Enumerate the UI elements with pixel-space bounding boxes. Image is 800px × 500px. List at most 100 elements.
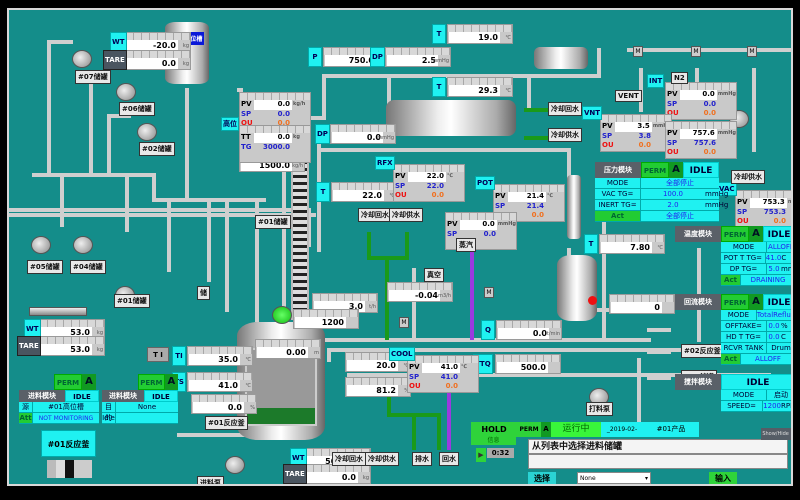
pid-value-ou[interactable]: 0.0: [431, 191, 444, 199]
pid-value-sp[interactable]: 753.3: [763, 207, 786, 216]
auto-button[interactable]: A: [749, 294, 763, 310]
input-button[interactable]: 输入: [709, 472, 737, 484]
receiver-vessel[interactable]: [557, 255, 597, 321]
pid-value-sp[interactable]: 0.0: [703, 99, 716, 108]
source-value[interactable]: #01高位槽: [48, 403, 84, 411]
indicator-faceplate[interactable]: 7.80℃: [599, 234, 665, 254]
pid-value-ou[interactable]: 0.0: [703, 148, 716, 156]
indicator-faceplate[interactable]: 0.0%: [191, 394, 257, 414]
show-hide-button[interactable]: Show/Hide 1: [761, 428, 791, 440]
perm-button[interactable]: PERM: [517, 422, 541, 437]
dp-target[interactable]: 5.0: [768, 265, 780, 273]
pump-icon[interactable]: [72, 50, 92, 68]
indicator-tag[interactable]: WT: [290, 448, 307, 468]
pid-value-ou[interactable]: 0.0: [531, 211, 544, 219]
pid-value-sp[interactable]: 3000.0: [262, 142, 290, 151]
pid-value-sp[interactable]: 0.0: [277, 109, 290, 118]
pump-icon[interactable]: [116, 83, 136, 101]
pid-value-sp[interactable]: 3.8: [638, 131, 651, 140]
pid-value-sp[interactable]: 757.6: [693, 138, 716, 147]
pid-tag[interactable]: 高位: [221, 117, 239, 131]
indicator-tag[interactable]: T: [316, 182, 330, 202]
speed-value[interactable]: 1200: [763, 402, 781, 410]
motor-valve-icon[interactable]: M: [399, 317, 409, 328]
perm-button[interactable]: PERM: [138, 374, 165, 390]
ti-button[interactable]: T I: [147, 347, 169, 362]
perm-button[interactable]: PERM: [721, 226, 749, 242]
pid-tag[interactable]: POT: [475, 176, 495, 190]
indicator-faceplate[interactable]: 41.0℃: [187, 372, 253, 392]
indicator-tag[interactable]: P: [308, 47, 322, 67]
indicator-tag[interactable]: WT: [110, 32, 127, 52]
pump-icon[interactable]: [225, 456, 245, 474]
pid-value-ou[interactable]: 0.0: [703, 109, 716, 117]
pid-value-ou[interactable]: 0.0: [445, 382, 458, 390]
motor-valve-icon[interactable]: M: [633, 46, 643, 57]
receiver-tank[interactable]: Drum: [771, 344, 791, 352]
indicator-tag[interactable]: TARE: [103, 50, 127, 70]
motor-valve-icon[interactable]: M: [691, 46, 701, 57]
pid-tag[interactable]: RFX: [375, 156, 395, 170]
motor-valve-icon[interactable]: M: [484, 287, 494, 298]
hold-button[interactable]: HOLD: [471, 422, 517, 437]
pid-value-ou[interactable]: 0.0: [277, 119, 290, 127]
vac-target[interactable]: 100.0: [662, 190, 684, 198]
indicator-tag[interactable]: Q: [481, 320, 495, 340]
indicator-tag[interactable]: DP: [315, 124, 330, 144]
condenser[interactable]: [386, 100, 516, 136]
reflux-drum[interactable]: [567, 175, 581, 239]
pid-tag[interactable]: COOL: [389, 347, 415, 361]
pid-tag[interactable]: VAC: [717, 182, 737, 196]
pid-value-sp[interactable]: 22.0: [426, 181, 444, 190]
perm-button[interactable]: PERM: [721, 294, 749, 310]
auto-button[interactable]: A: [541, 422, 551, 437]
pid-tag[interactable]: INT: [647, 74, 665, 88]
selection-dropdown[interactable]: None▾: [577, 472, 651, 484]
pid-tag[interactable]: VNT: [582, 106, 603, 120]
indicator-tag[interactable]: T: [432, 77, 446, 97]
pump-icon[interactable]: [73, 236, 93, 254]
offtake-value[interactable]: 0.0: [768, 322, 780, 330]
play-icon[interactable]: ▶: [476, 448, 486, 462]
mode-value[interactable]: TotalReflux: [756, 311, 793, 319]
mode-value[interactable]: 启动: [774, 391, 788, 399]
indicator-faceplate[interactable]: 500.0: [495, 354, 561, 374]
perm-button[interactable]: PERM: [641, 162, 669, 178]
destination-value[interactable]: None: [137, 403, 157, 411]
mode-value[interactable]: 全部停止: [666, 179, 694, 187]
indicator-tag[interactable]: DP: [370, 47, 385, 67]
pot-temp-target[interactable]: 41.0: [765, 254, 782, 262]
pid-value-sp[interactable]: 41.0: [440, 372, 458, 381]
pid-value-ou[interactable]: 0.0: [638, 141, 651, 149]
indicator-faceplate[interactable]: 1200: [293, 309, 359, 329]
pid-value-ou[interactable]: 0.0: [773, 217, 786, 225]
pid-value-sp[interactable]: 0.0: [483, 229, 496, 238]
indicator-tag[interactable]: T: [432, 24, 446, 44]
perm-button[interactable]: PERM: [54, 374, 82, 390]
indicator-faceplate[interactable]: 22.0℃: [331, 182, 397, 202]
inert-target[interactable]: 2.0: [667, 201, 679, 209]
motor-valve-icon[interactable]: M: [747, 46, 757, 57]
indicator-tag[interactable]: TARE: [283, 464, 307, 484]
